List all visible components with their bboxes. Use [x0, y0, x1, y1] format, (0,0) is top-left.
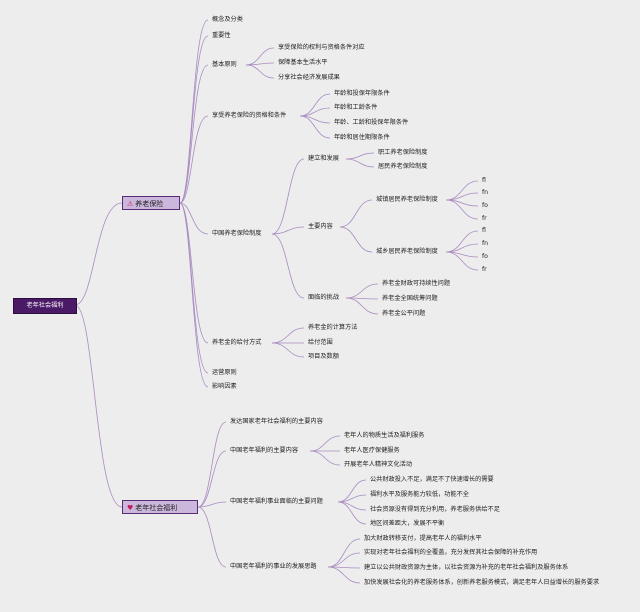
node-content[interactable]: 主要内容 — [308, 223, 333, 230]
node-principles[interactable]: 基本原则 — [212, 61, 237, 68]
establish-item[interactable]: 居民养老保险制度 — [378, 163, 428, 170]
urban-leaf[interactable]: fr — [482, 215, 487, 222]
welfare-content-item[interactable]: 老年人的物质生活及福利服务 — [344, 432, 425, 439]
problem-item[interactable]: 福利水平及服务能力较低，功能不全 — [370, 491, 469, 498]
problem-item[interactable]: 社会资源没有得到充分利用，养老服务供给不足 — [370, 506, 500, 513]
node-welfare-ideas[interactable]: 中国老年福利的事业的发展思路 — [230, 563, 317, 570]
node-factors[interactable]: 影响因素 — [212, 383, 237, 390]
principle-item[interactable]: 分享社会经济发展成果 — [278, 74, 340, 81]
idea-item[interactable]: 加大财政转移支付，提高老年人的福利水平 — [364, 535, 482, 542]
qualification-item[interactable]: 年龄和居住期限条件 — [334, 134, 390, 141]
node-urban-system[interactable]: 城镇居民养老保险制度 — [376, 196, 438, 203]
urban-leaf[interactable]: fn — [482, 189, 489, 196]
idea-item[interactable]: 实现对老年社会福利的全覆盖，充分发挥其社会保障的补充作用 — [364, 549, 538, 556]
payment-item[interactable]: 给付范围 — [308, 339, 333, 346]
challenge-item[interactable]: 养老金公平问题 — [382, 310, 426, 317]
node-concept[interactable]: 概念及分类 — [212, 16, 243, 23]
principle-item[interactable]: 享受保险的权利与资格条件对应 — [278, 44, 365, 51]
node-welfare-content[interactable]: 中国老年福利的主要内容 — [230, 447, 299, 454]
rural-leaf[interactable]: fl — [482, 227, 486, 234]
node-qualification[interactable]: 享受养老保险的资格和条件 — [212, 112, 287, 119]
payment-item[interactable]: 养老金的计算方法 — [308, 324, 358, 331]
node-operation[interactable]: 运营原则 — [212, 369, 237, 376]
rural-leaf[interactable]: fn — [482, 240, 489, 247]
rural-leaf[interactable]: fr — [482, 266, 487, 273]
rural-leaf[interactable]: fo — [482, 253, 488, 260]
problem-item[interactable]: 公共财政投入不足，满足不了快速增长的需要 — [370, 476, 494, 483]
node-developed-countries[interactable]: 发达国家老年社会福利的主要内容 — [230, 418, 323, 425]
welfare-node[interactable]: ♥老年社会福利 — [122, 500, 198, 514]
urban-leaf[interactable]: fo — [482, 202, 488, 209]
establish-item[interactable]: 职工养老保险制度 — [378, 149, 428, 156]
node-welfare-problems[interactable]: 中国老年福利事业面临的主要问题 — [230, 498, 323, 505]
root-node[interactable]: 老年社会福利 — [13, 298, 77, 314]
idea-item[interactable]: 建立以公共财政资源为主体，以社会资源为补充的老年社会福利及服务体系 — [364, 564, 569, 571]
payment-item[interactable]: 项目及数额 — [308, 353, 339, 360]
warning-icon: ⚠ — [127, 200, 134, 208]
qualification-item[interactable]: 年龄和投保年限条件 — [334, 90, 390, 97]
challenge-item[interactable]: 养老金全国统筹问题 — [382, 295, 438, 302]
principle-item[interactable]: 保障基本生活水平 — [278, 59, 328, 66]
pension-node[interactable]: ⚠养老保险 — [122, 196, 180, 210]
node-challenges[interactable]: 面临的挑战 — [308, 294, 339, 301]
qualification-item[interactable]: 年龄和工龄条件 — [334, 104, 378, 111]
node-system[interactable]: 中国养老保险制度 — [212, 230, 262, 237]
problem-item[interactable]: 地区间差距大，发展不平衡 — [370, 520, 445, 527]
pension-label: 养老保险 — [135, 200, 164, 208]
node-establish[interactable]: 建立和发展 — [308, 155, 339, 162]
welfare-content-item[interactable]: 老年人医疗保健服务 — [344, 447, 400, 454]
node-payment[interactable]: 养老金的给付方式 — [212, 339, 262, 346]
heart-icon: ♥ — [127, 504, 134, 512]
node-rural-system[interactable]: 城乡居民养老保险制度 — [376, 248, 438, 255]
challenge-item[interactable]: 养老金财政可持续性问题 — [382, 280, 451, 287]
qualification-item[interactable]: 年龄、工龄和投保年限条件 — [334, 119, 409, 126]
welfare-label: 老年社会福利 — [135, 504, 178, 512]
welfare-content-item[interactable]: 开展老年人精神文化活动 — [344, 461, 413, 468]
node-importance[interactable]: 重要性 — [212, 32, 231, 39]
idea-item[interactable]: 加快发展社会化的养老服务体系，创新养老服务模式，满足老年人日益增长的服务要求 — [364, 579, 600, 586]
urban-leaf[interactable]: fl — [482, 177, 486, 184]
